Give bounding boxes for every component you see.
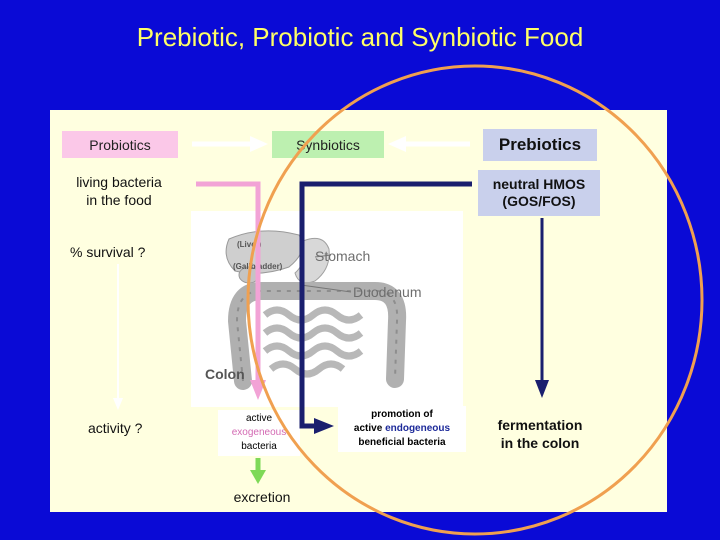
probiotics-box: Probiotics bbox=[62, 131, 178, 158]
endogenous-line-2: active endogeneous bbox=[354, 422, 450, 436]
digestive-tract-illustration: (Liver) (Gallbladder) Stomach Duodenum C… bbox=[191, 211, 463, 407]
living-line-1: living bacteria bbox=[76, 174, 162, 190]
synbiotic-highlight-circle bbox=[246, 64, 704, 536]
endogenous-promotion-box: promotion of active endogeneous benefici… bbox=[338, 406, 466, 452]
prebiotics-label: Prebiotics bbox=[498, 135, 582, 154]
synbiotics-label: Synbiotics bbox=[296, 136, 360, 153]
stomach-leader-line bbox=[314, 254, 332, 258]
synbiotic-pathway-arrow bbox=[299, 181, 472, 434]
exogenous-bacteria-box: active exogeneous bacteria bbox=[218, 410, 300, 456]
survival-text: % survival ? bbox=[70, 244, 146, 260]
activity-text: activity ? bbox=[88, 420, 143, 436]
endogenous-line-1: promotion of bbox=[371, 409, 433, 420]
colon-label: Colon bbox=[205, 366, 245, 382]
prebiotics-box: Prebiotics bbox=[483, 129, 597, 161]
slide-title: Prebiotic, Probiotic and Synbiotic Food bbox=[136, 22, 584, 52]
endogenous-line-3: beneficial bacteria bbox=[358, 437, 446, 448]
duodenum-leader-line bbox=[300, 284, 352, 293]
hmos-line-1: neutral HMOS bbox=[492, 176, 586, 192]
probiotics-label: Probiotics bbox=[89, 136, 151, 153]
exogenous-line-1: active bbox=[245, 413, 273, 424]
fermentation-line-1: fermentation bbox=[497, 417, 583, 433]
prebiotics-to-synbiotics-arrow bbox=[388, 136, 470, 152]
hmos-line-2: (GOS/FOS) bbox=[502, 193, 576, 209]
stomach-label: Stomach bbox=[315, 248, 370, 264]
excretion-text: excretion bbox=[233, 489, 291, 505]
duodenum-label: Duodenum bbox=[353, 284, 422, 300]
living-line-2: in the food bbox=[86, 192, 152, 208]
probiotic-pathway-arrow bbox=[196, 181, 266, 400]
living-bacteria-text: living bacteria in the food bbox=[64, 173, 174, 209]
small-intestine-shape bbox=[262, 306, 364, 378]
synbiotics-box: Synbiotics bbox=[272, 131, 384, 158]
fermentation-text: fermentation in the colon bbox=[484, 416, 596, 452]
liver-shape bbox=[225, 230, 303, 274]
exogenous-word: exogeneous bbox=[231, 427, 287, 438]
digestive-tract-drawing: (Liver) (Gallbladder) Stomach Duodenum C… bbox=[205, 230, 422, 390]
hmos-box: neutral HMOS (GOS/FOS) bbox=[478, 170, 600, 216]
endogenous-line-2-prefix: active bbox=[353, 423, 386, 434]
survival-to-activity-line bbox=[113, 264, 123, 410]
prebiotic-fermentation-arrow bbox=[535, 218, 549, 398]
excretion-arrow bbox=[250, 458, 266, 484]
liver-label: (Liver) bbox=[237, 240, 262, 249]
exogenous-line-3: bacteria bbox=[241, 441, 277, 452]
probiotics-to-synbiotics-arrow bbox=[192, 136, 268, 152]
colon-haustra bbox=[235, 290, 399, 382]
fermentation-line-2: in the colon bbox=[500, 435, 580, 451]
endogenous-word: endogeneous bbox=[385, 423, 451, 434]
